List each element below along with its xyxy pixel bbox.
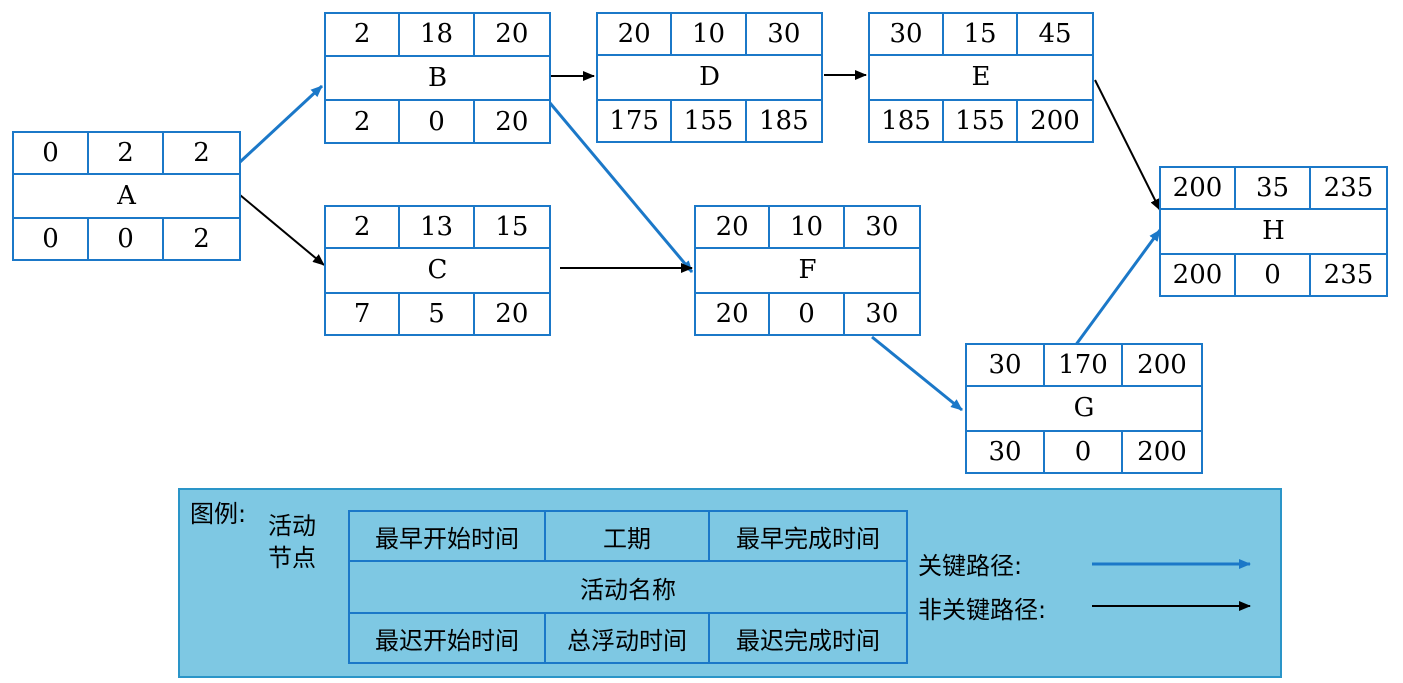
early-finish: 45 (1018, 14, 1092, 57)
early-start: 20 (696, 207, 771, 250)
late-start: 30 (967, 429, 1045, 472)
duration: 15 (944, 14, 1018, 57)
total-float: 0 (1236, 252, 1311, 295)
early-finish: 30 (746, 14, 821, 57)
late-finish: 200 (1018, 98, 1092, 141)
duration: 170 (1045, 345, 1123, 388)
activity-name: A (117, 181, 136, 211)
legend-ef: 最早完成时间 (710, 512, 906, 562)
early-start: 200 (1161, 168, 1236, 211)
early-finish: 235 (1311, 168, 1386, 211)
activity-name: G (1073, 393, 1095, 424)
total-float: 5 (400, 291, 475, 334)
late-start: 200 (1161, 252, 1236, 295)
activity-name: E (971, 62, 991, 93)
total-float: 0 (400, 99, 475, 142)
early-start: 20 (598, 14, 673, 57)
duration: 35 (1236, 168, 1311, 211)
total-float: 155 (672, 98, 747, 141)
late-start: 175 (598, 98, 673, 141)
late-finish: 235 (1311, 252, 1386, 295)
legend-ls: 最迟开始时间 (350, 612, 546, 662)
edge-a-c (239, 194, 325, 266)
activity-node-e: 30 15 45 E 185 155 200 (868, 12, 1094, 143)
early-start: 0 (14, 133, 89, 175)
late-finish: 200 (1123, 429, 1201, 472)
activity-node-g: 30 170 200 G 30 0 200 (965, 343, 1203, 474)
legend-critical-label: 关键路径: (918, 552, 1023, 580)
total-float: 0 (1045, 429, 1123, 472)
late-start: 185 (870, 98, 944, 141)
edge-f-g (871, 335, 963, 412)
total-float: 0 (770, 291, 845, 334)
early-finish: 20 (474, 14, 549, 57)
activity-name: F (798, 255, 817, 286)
early-finish: 200 (1123, 345, 1201, 388)
duration: 13 (400, 207, 475, 250)
activity-node-c: 2 13 15 C 7 5 20 (324, 205, 551, 336)
early-start: 2 (326, 14, 401, 57)
total-float: 155 (944, 98, 1018, 141)
legend: 图例: 活动节点 最早开始时间 工期 最早完成时间 活动名称 最迟开始时间 总浮… (178, 488, 1282, 678)
duration: 10 (770, 207, 845, 250)
duration: 18 (400, 14, 475, 57)
late-finish: 30 (844, 291, 919, 334)
legend-lf: 最迟完成时间 (710, 612, 906, 662)
late-finish: 2 (164, 217, 239, 259)
late-start: 20 (696, 291, 771, 334)
activity-name: D (699, 62, 720, 93)
early-start: 30 (870, 14, 944, 57)
late-finish: 20 (474, 99, 549, 142)
legend-duration: 工期 (546, 512, 710, 562)
legend-arrows (1092, 559, 1251, 611)
edge-g-h (1073, 229, 1162, 347)
late-start: 0 (14, 217, 89, 259)
edge-b-f (548, 102, 694, 273)
legend-non-critical-label: 非关键路径: (918, 596, 1047, 624)
legend-title: 图例: (190, 500, 247, 528)
legend-total-float: 总浮动时间 (546, 612, 710, 662)
activity-name: B (427, 62, 448, 93)
activity-node-a: 0 2 2 A 0 0 2 (12, 131, 241, 261)
activity-node-f: 20 10 30 F 20 0 30 (694, 205, 921, 336)
late-start: 7 (326, 291, 401, 334)
late-finish: 20 (474, 291, 549, 334)
legend-node-template: 最早开始时间 工期 最早完成时间 活动名称 最迟开始时间 总浮动时间 最迟完成时… (348, 510, 908, 664)
early-finish: 2 (164, 133, 239, 175)
early-finish: 15 (474, 207, 549, 250)
legend-activity-name: 活动名称 (580, 575, 676, 604)
duration: 10 (672, 14, 747, 57)
activity-node-b: 2 18 20 B 2 0 20 (324, 12, 551, 144)
late-finish: 185 (746, 98, 821, 141)
legend-es: 最早开始时间 (350, 512, 546, 562)
late-start: 2 (326, 99, 401, 142)
duration: 2 (89, 133, 164, 175)
edge-e-h (1094, 79, 1161, 211)
activity-name: H (1262, 216, 1285, 247)
activity-node-d: 20 10 30 D 175 155 185 (596, 12, 823, 143)
total-float: 0 (89, 217, 164, 259)
edge-a-b (238, 84, 324, 164)
early-finish: 30 (844, 207, 919, 250)
legend-node-label: 活动节点 (268, 512, 316, 572)
activity-name: C (427, 255, 448, 286)
early-start: 2 (326, 207, 401, 250)
activity-node-h: 200 35 235 H 200 0 235 (1159, 166, 1388, 297)
early-start: 30 (967, 345, 1045, 388)
